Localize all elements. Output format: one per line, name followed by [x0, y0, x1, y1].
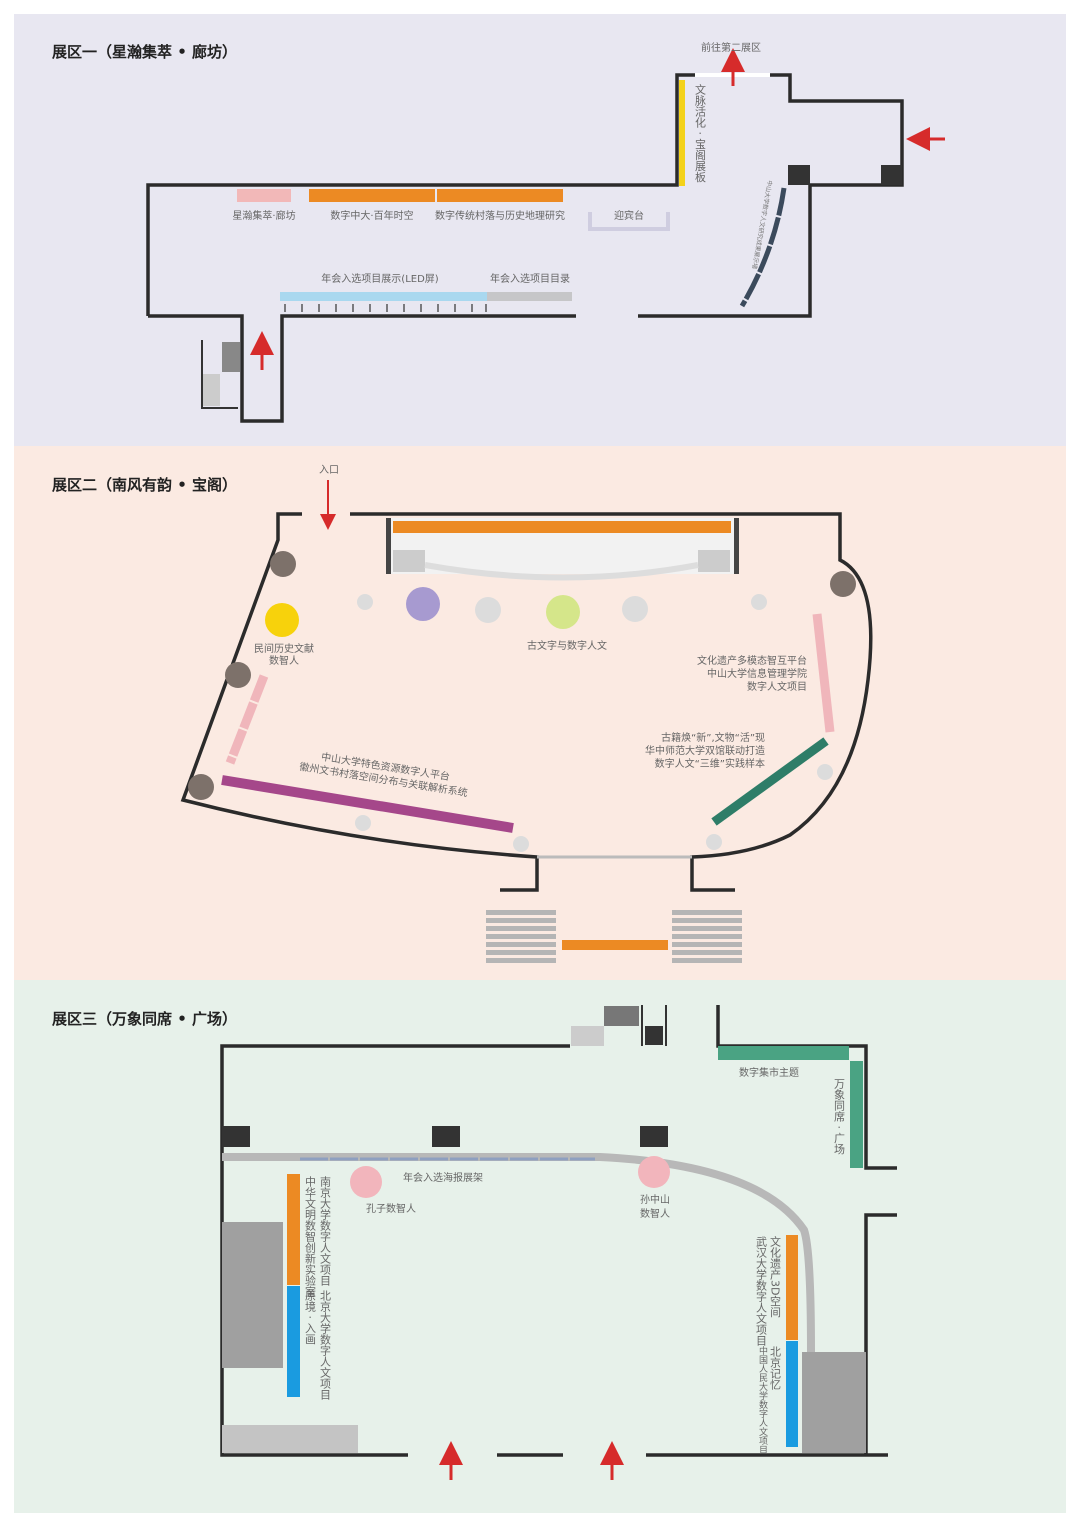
ruc-panel [786, 1341, 798, 1447]
right-col-label: 北京记忆 [769, 1346, 782, 1391]
zone1-title: 展区一（星瀚集萃 • 廊坊） [52, 43, 237, 61]
to-zone2-label: 前往第二展区 [701, 41, 761, 54]
zone2-walls [180, 512, 873, 892]
booth-digital-sysu [309, 189, 435, 202]
led-screen [280, 292, 487, 301]
nju-panel [287, 1174, 300, 1285]
zone1-walls [146, 73, 904, 423]
led-ticks [284, 304, 487, 312]
bottom-led [562, 940, 668, 950]
catalog-board [487, 292, 572, 301]
stairs [486, 910, 742, 963]
left-col-label: 原境 · 入画 [304, 1290, 317, 1345]
books-label: 古籍焕“新”,文物“活”现 [661, 731, 765, 744]
market-panel [718, 1046, 849, 1060]
panel-vertical-label: 文脉活化 · 宝阁展板 [694, 83, 707, 183]
avatar-purple [406, 587, 440, 621]
zone3-title: 展区三（万象同席 • 广场） [52, 1010, 237, 1028]
block [222, 1222, 283, 1368]
right-col-label: 中国人民大学数字人文项目 [757, 1345, 768, 1454]
heritage-label: 数字人文项目 [747, 680, 807, 693]
folk-avatar [265, 603, 299, 637]
sysu-panel [221, 775, 514, 833]
block [802, 1352, 866, 1453]
led-label: 年会入选项目展示(LED屏) [321, 272, 438, 285]
pillar [640, 1126, 668, 1147]
pillar [188, 774, 214, 800]
zone-3: 展区三（万象同席 • 广场） 数字集市主题 万象同席 · 广场 年会入选海报展架… [14, 980, 1066, 1513]
market-label: 数字集市主题 [739, 1066, 799, 1079]
panel-yellow [679, 80, 685, 186]
zone-1: 展区一（星瀚集萃 • 廊坊） 前往第二展区 文脉活化 · 宝阁展板 星瀚集萃·廊… [14, 14, 1066, 446]
pillar [881, 165, 902, 185]
plaza-label: 万象同席 · 广场 [833, 1078, 846, 1155]
pillar [432, 1126, 460, 1147]
plaza-panel [850, 1061, 863, 1168]
books-label: 数字人文“三维”实践样本 [655, 757, 765, 770]
pillar [270, 551, 296, 577]
confucius-avatar [350, 1166, 382, 1198]
pillar [788, 165, 810, 185]
zone2-title: 展区二（南风有韵 • 宝阁） [52, 476, 237, 494]
books-label: 华中师范大学双馆联动打造 [645, 744, 765, 757]
heritage-label: 文化遗产多模态智互平台 [697, 654, 807, 667]
folk-panel [225, 674, 269, 765]
ancient-label: 古文字与数字人文 [527, 639, 607, 652]
sun-avatar [638, 1156, 670, 1188]
booth-villages [437, 189, 563, 202]
confucius-label: 孔子数智人 [366, 1202, 416, 1215]
booth-label: 数字传统村落与历史地理研究 [435, 209, 565, 222]
booth-label: 数字中大·百年时空 [330, 209, 413, 222]
stairs [202, 374, 220, 406]
reception-desk [588, 212, 670, 231]
books-panel [711, 737, 829, 826]
sun-label: 数智人 [640, 1207, 670, 1220]
pillar [225, 662, 251, 688]
stage [424, 562, 699, 581]
catalog-label: 年会入选项目目录 [490, 272, 570, 285]
zone-2: 展区二（南风有韵 • 宝阁） 入口 民间历史文献 数智人 古文字与数字人文 文化… [14, 446, 1066, 980]
heritage-panel [812, 613, 835, 733]
right-col-label: 武汉大学数字人文项目 [755, 1236, 768, 1346]
left-col-label: 中华文明数智创新实验室 [304, 1176, 317, 1297]
reception-label: 迎宾台 [614, 209, 644, 222]
ancient-avatar [546, 595, 580, 629]
pku-panel [287, 1286, 300, 1397]
block [222, 1425, 358, 1453]
pillar [222, 1126, 250, 1147]
curved-display-wall [739, 187, 787, 308]
entrance-label: 入口 [319, 465, 339, 476]
heritage-label: 中山大学信息管理学院 [707, 667, 807, 680]
sun-label: 孙中山 [640, 1193, 670, 1206]
stairs [222, 342, 240, 372]
left-col-label: 北京大学数字人文项目 [319, 1290, 332, 1400]
stairs [604, 1006, 639, 1026]
stairs [571, 1026, 604, 1046]
left-col-label: 南京大学数字人文项目 [319, 1176, 332, 1286]
folk-label: 数智人 [269, 654, 299, 667]
right-col-label: 文化遗产3D空间 [769, 1235, 782, 1318]
pillar [830, 571, 856, 597]
whu-panel [786, 1235, 798, 1340]
poster-label: 年会入选海报展架 [403, 1171, 483, 1184]
booth-label: 星瀚集萃·廊坊 [232, 209, 295, 222]
booth-xinghan [237, 189, 291, 202]
folk-label: 民间历史文献 [254, 642, 314, 655]
stage-led [393, 521, 731, 533]
